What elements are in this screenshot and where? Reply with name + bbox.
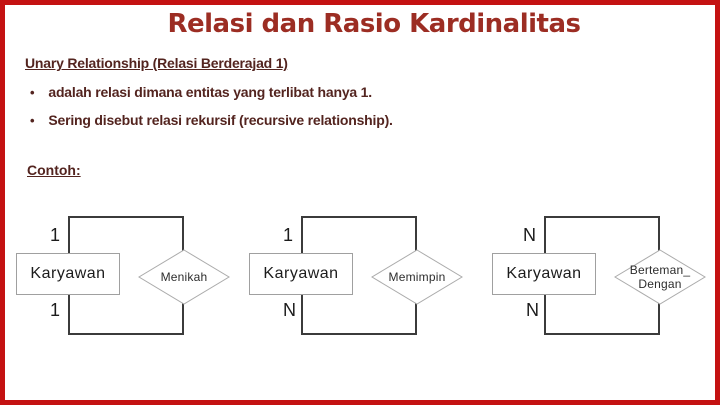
cardinality-bottom-label: N	[526, 300, 539, 320]
cardinality-bottom-label: N	[283, 300, 296, 320]
relationship-label: Memimpin	[371, 249, 463, 305]
bullet-item: • Sering disebut relasi rekursif (recurs…	[30, 112, 393, 130]
entity-box: Karyawan	[249, 253, 353, 295]
example-label: Contoh:	[27, 162, 81, 178]
relationship-diamond: Memimpin	[371, 249, 463, 305]
diamond-shape-icon	[614, 249, 706, 305]
cardinality-top-label: 1	[282, 225, 293, 245]
bullet-item: • adalah relasi dimana entitas yang terl…	[30, 84, 372, 102]
cardinality-top-label: N	[523, 225, 536, 245]
diamond-shape-icon	[138, 249, 230, 305]
diamond-shape-icon	[371, 249, 463, 305]
cardinality-top-label: 1	[49, 225, 60, 245]
entity-label: Karyawan	[263, 265, 339, 282]
page-title: Relasi dan Rasio Kardinalitas	[167, 9, 581, 39]
section-heading: Unary Relationship (Relasi Berderajad 1)	[25, 55, 288, 71]
relationship-diamond: Berteman_ Dengan	[614, 249, 706, 305]
relationship-label-line1: Memimpin	[388, 269, 446, 284]
entity-label: Karyawan	[506, 265, 582, 282]
erd-diagram-menikah: 1 1 Karyawan Menikah	[8, 210, 240, 342]
erd-diagram-memimpin: 1 N Karyawan Memimpin	[241, 210, 473, 342]
bullet-text: adalah relasi dimana entitas yang terlib…	[48, 84, 372, 100]
entity-box: Karyawan	[492, 253, 596, 295]
relationship-label-line1: Berteman_	[629, 262, 691, 277]
bullet-marker: •	[30, 113, 35, 128]
relationship-label: Berteman_ Dengan	[614, 249, 706, 305]
cardinality-bottom-label: 1	[50, 300, 61, 320]
relationship-diamond: Menikah	[138, 249, 230, 305]
relationship-label-line1: Menikah	[160, 269, 208, 284]
bullet-text: Sering disebut relasi rekursif (recursiv…	[48, 112, 393, 128]
bullet-marker: •	[30, 85, 35, 100]
entity-box: Karyawan	[16, 253, 120, 295]
erd-diagram-berteman-dengan: N N Karyawan Berteman_ Dengan	[484, 210, 716, 342]
entity-label: Karyawan	[30, 265, 106, 282]
relationship-label: Menikah	[138, 249, 230, 305]
relationship-label-line2: Dengan	[638, 277, 682, 291]
